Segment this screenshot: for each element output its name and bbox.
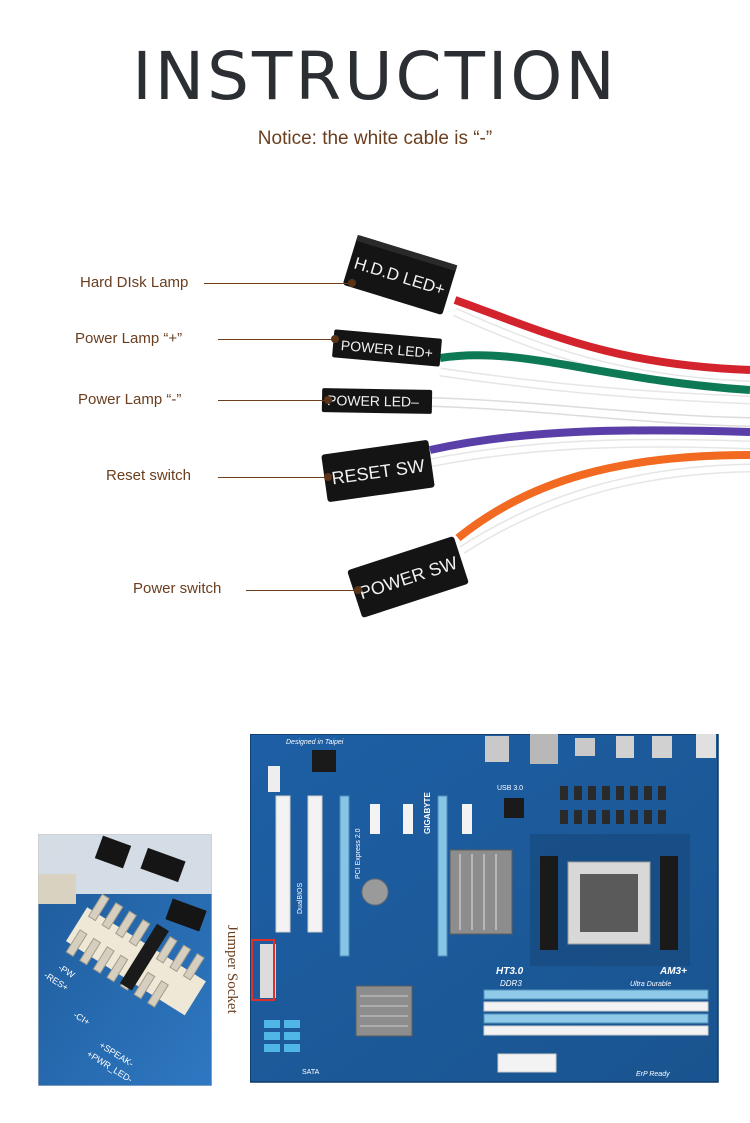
leader-power-lamp-plus [218, 339, 335, 340]
leader-power-switch [246, 590, 358, 591]
powersw-orange-wire [455, 451, 750, 542]
reset-white-wire-core [429, 440, 750, 466]
ultra-durable-text: Ultra Durable [630, 981, 671, 988]
powerled-plus-connector: POWER LED+ [332, 329, 442, 367]
label-reset-switch: Reset switch [106, 467, 192, 484]
notice-text: Notice: the white cable is “-” [257, 128, 493, 149]
leader-dot-reset-switch [324, 473, 332, 481]
pcie-slot-2 [437, 795, 448, 957]
atx-power-connector [497, 1053, 557, 1073]
pcie-slot-1 [339, 795, 350, 957]
powerled-green-wire [439, 351, 750, 394]
cable-illustration: H.D.D LED+ POWER LED+ POWER LED– RESET S… [0, 220, 750, 640]
motherboard-image: Designed in Taipei USB 3.0 DualBIOS PCI … [250, 734, 719, 1083]
dualbios-text: DualBIOS [297, 883, 304, 914]
leader-reset-switch [218, 477, 328, 478]
pcie-text: PCI Express 2.0 [355, 828, 362, 879]
powerled-minus-connector-text: POWER LED– [327, 392, 419, 410]
erp-text: ErP Ready [636, 1071, 670, 1078]
powerled-minus-white-wire-core [429, 398, 750, 426]
hdd-red-wire [453, 296, 750, 374]
reset-connector: RESET SW [321, 440, 435, 502]
leader-dot-power-lamp-plus [331, 335, 339, 343]
label-power-switch: Power switch [133, 580, 222, 597]
powerled-minus-connector: POWER LED– [321, 388, 433, 414]
powerled-white-wire-core [439, 369, 750, 403]
leader-hard-disk-lamp [204, 283, 352, 284]
leader-dot-hard-disk-lamp [348, 279, 356, 287]
leader-power-lamp-minus [218, 400, 328, 401]
ddr3-text: DDR3 [500, 979, 522, 988]
label-hard-disk-lamp: Hard DIsk Lamp [80, 274, 189, 291]
designed-in-text: Designed in Taipei [286, 739, 344, 746]
reset-purple-wire [429, 426, 750, 454]
dimm-slot-1 [483, 989, 709, 1000]
dimm-slot-2 [483, 1001, 709, 1012]
pci-slot-2 [307, 795, 323, 933]
powersw-white-wire-core [460, 465, 750, 553]
zoom-inset: -PW -RES+ -CI+ +SPEAK- +PWR_LED- [38, 834, 212, 1086]
leader-dot-power-lamp-minus [324, 396, 332, 404]
jumper-socket-highlight [251, 939, 275, 1001]
southbridge-heatsink [355, 985, 413, 1037]
leader-dot-power-switch [354, 586, 362, 594]
dimm-slot-3 [483, 1013, 709, 1024]
hdd-connector: H.D.D LED+ [343, 234, 458, 315]
cmos-battery [361, 878, 389, 906]
header-pin-block [65, 893, 206, 1016]
dimm-slot-4 [483, 1025, 709, 1036]
pci-slot-1 [275, 795, 291, 933]
ht-text: HT3.0 [496, 966, 524, 977]
brand-text: GIGABYTE [423, 792, 432, 834]
label-power-lamp-minus: Power Lamp “-” [78, 391, 182, 408]
sata-text: SATA [302, 1069, 320, 1076]
jumper-socket-text: Jumper Socket [224, 925, 240, 1014]
label-power-lamp-plus: Power Lamp “+” [75, 330, 183, 347]
am3-text: AM3+ [659, 966, 687, 977]
usb3-text: USB 3.0 [497, 785, 523, 792]
page-title: INSTRUCTION [132, 38, 618, 115]
